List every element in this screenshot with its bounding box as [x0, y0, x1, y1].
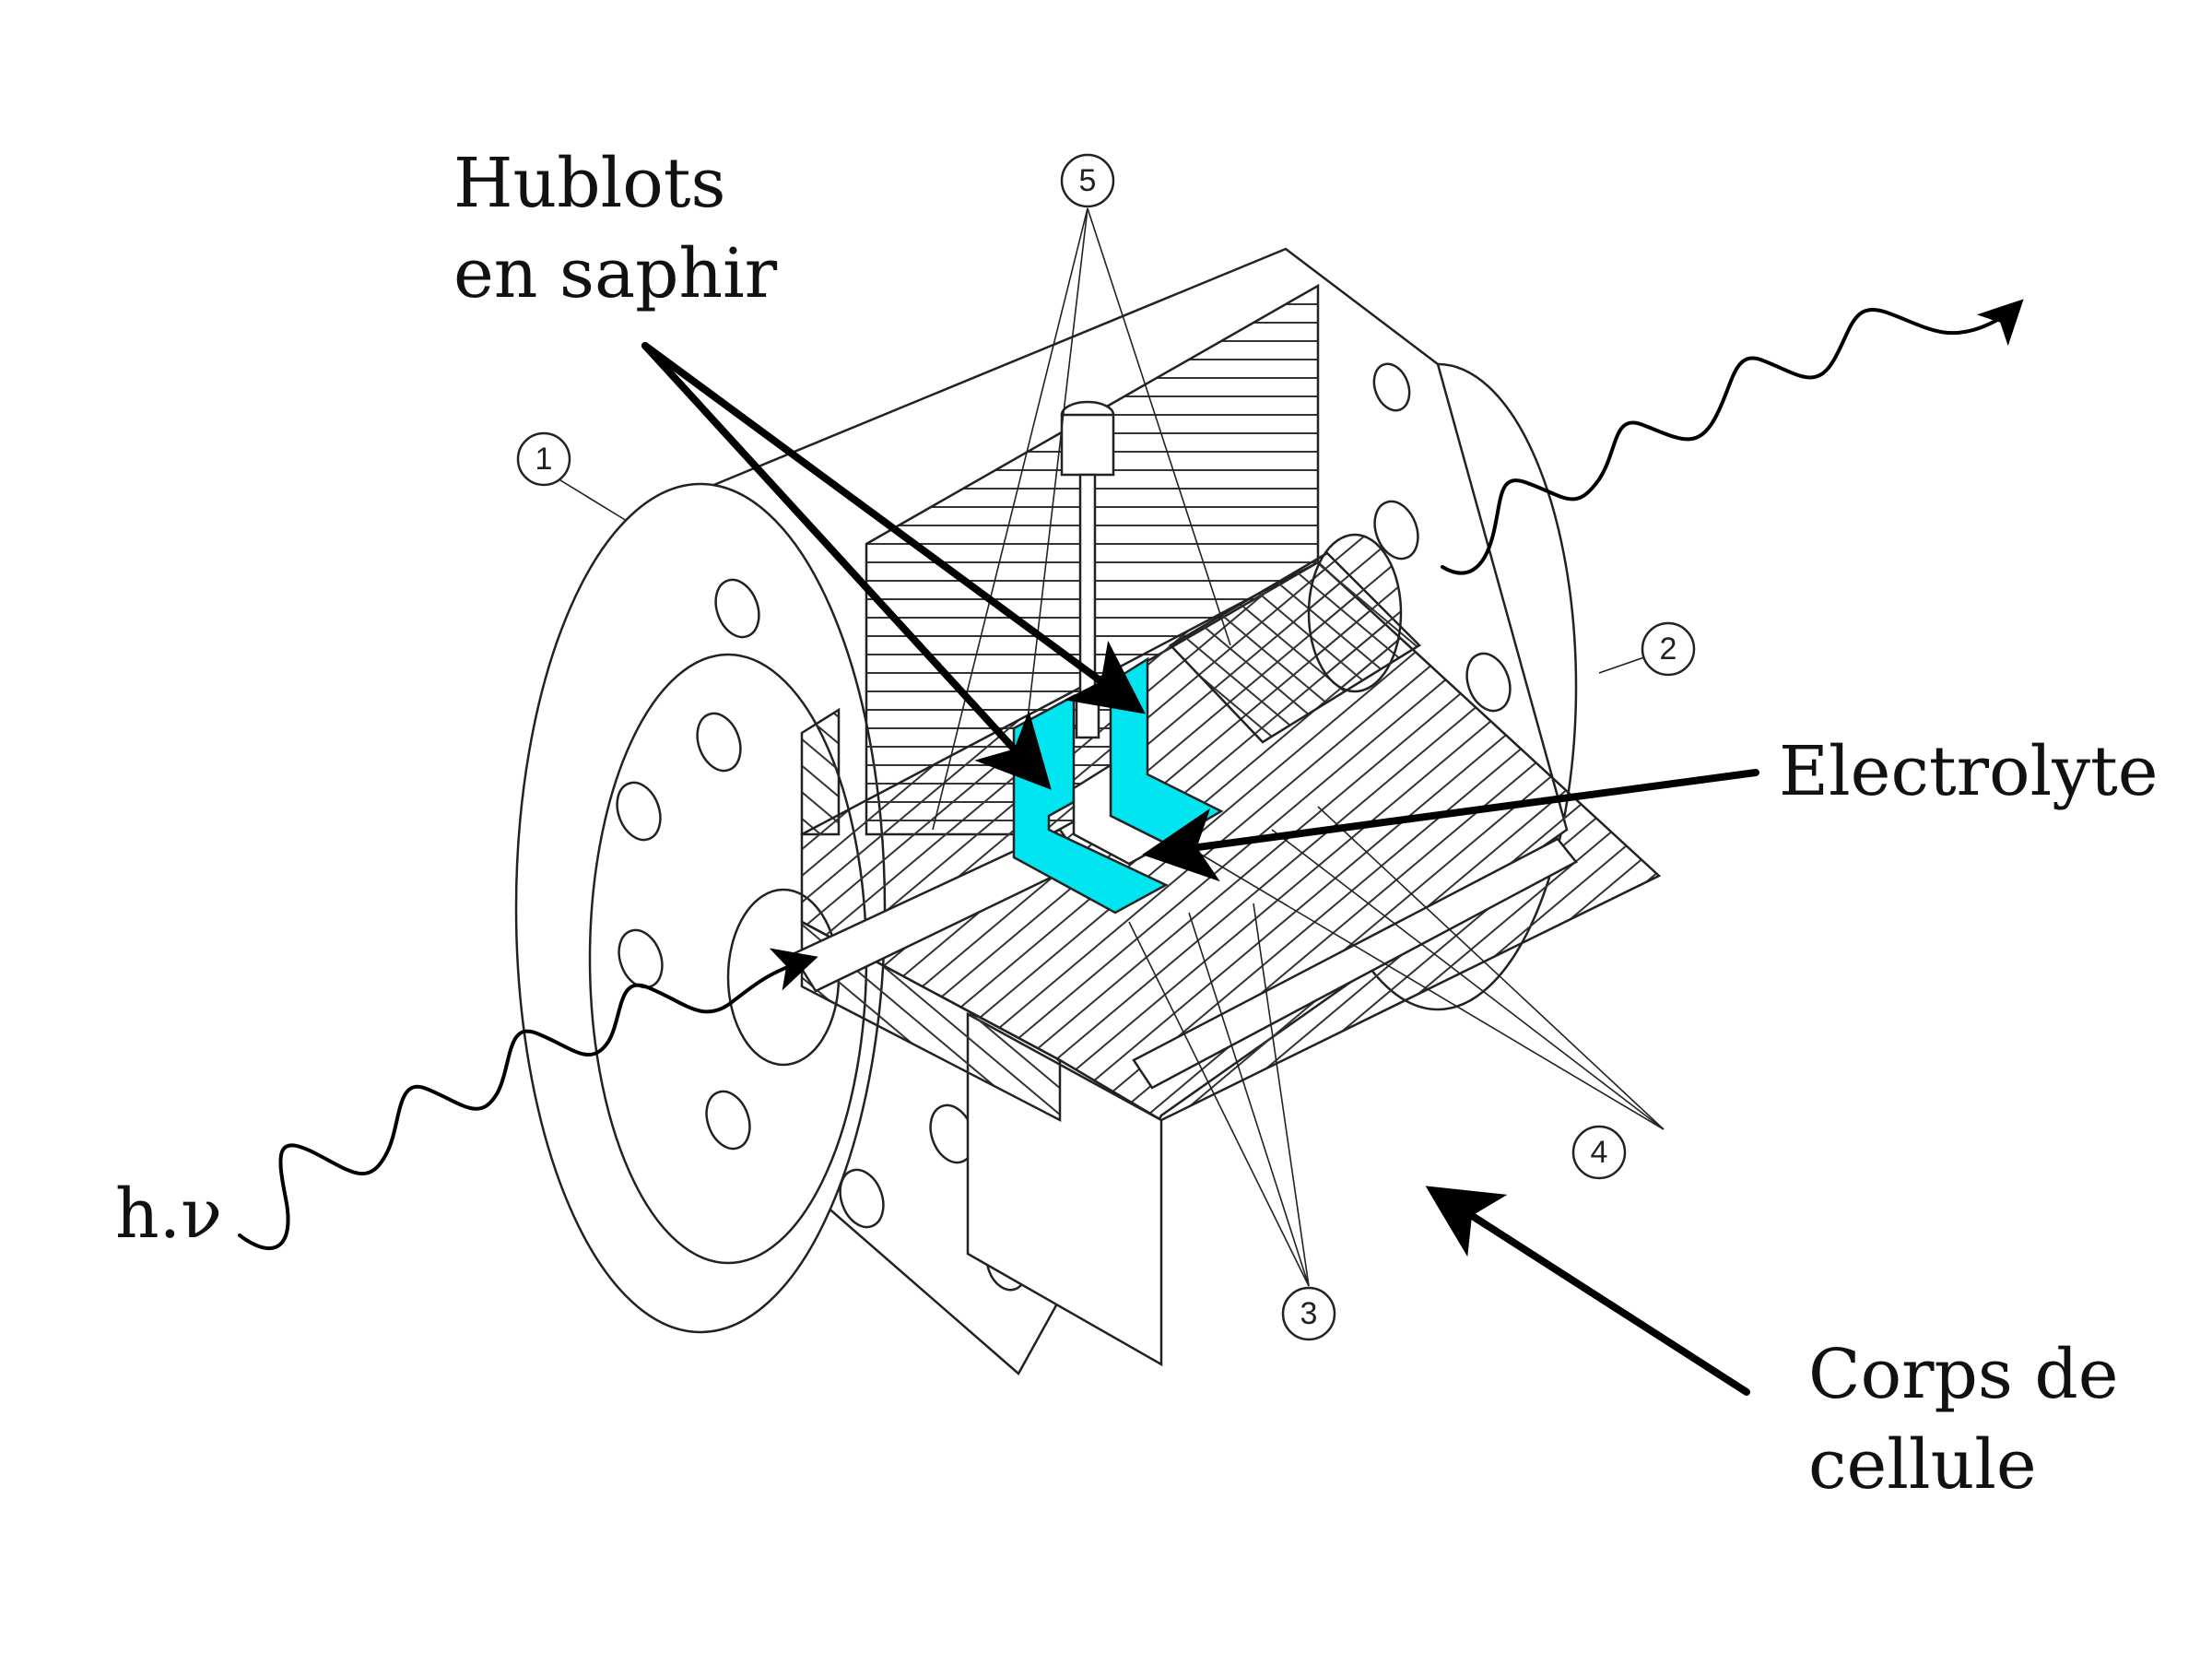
- label-hublots-line2: en saphir: [453, 234, 778, 313]
- callout-3: 3: [1281, 1286, 1336, 1341]
- label-hv: h.ν: [115, 1174, 223, 1254]
- callout-4: 4: [1571, 1125, 1627, 1180]
- callout-leaders: [543, 207, 1669, 1287]
- callout-2: 2: [1641, 621, 1696, 677]
- callout-5-number: 5: [1079, 163, 1097, 198]
- label-corps-line1: Corps de: [1808, 1335, 2119, 1414]
- callout-1-number: 1: [535, 442, 553, 477]
- light-waves: [238, 299, 2024, 1251]
- hublots-arrow-right: [641, 342, 1146, 714]
- callout-2-number: 2: [1660, 631, 1677, 667]
- label-corps-line2: cellule: [1808, 1425, 2037, 1505]
- corps-arrow: [1425, 1186, 1750, 1396]
- window-left: [1012, 693, 1169, 915]
- outgoing-light-wave: [1441, 299, 2024, 575]
- label-electrolyte: Electrolyte: [1779, 732, 2159, 811]
- rear-bolt-holes: [1372, 362, 1512, 713]
- callout-5: 5: [1060, 153, 1115, 208]
- electrolyte-arrow: [1142, 769, 1759, 882]
- incoming-light-wave: [238, 948, 818, 1251]
- callout-1: 1: [516, 431, 571, 487]
- front-bolt-holes: [616, 578, 1028, 1292]
- label-hublots-line1: Hublots: [453, 144, 726, 223]
- annotation-arrows: [641, 342, 1759, 1396]
- rear-inner-cylinder: [1169, 533, 1422, 744]
- hublots-arrow-left: [641, 342, 1052, 790]
- callout-3-number: 3: [1300, 1296, 1318, 1331]
- callout-4-number: 4: [1591, 1135, 1608, 1170]
